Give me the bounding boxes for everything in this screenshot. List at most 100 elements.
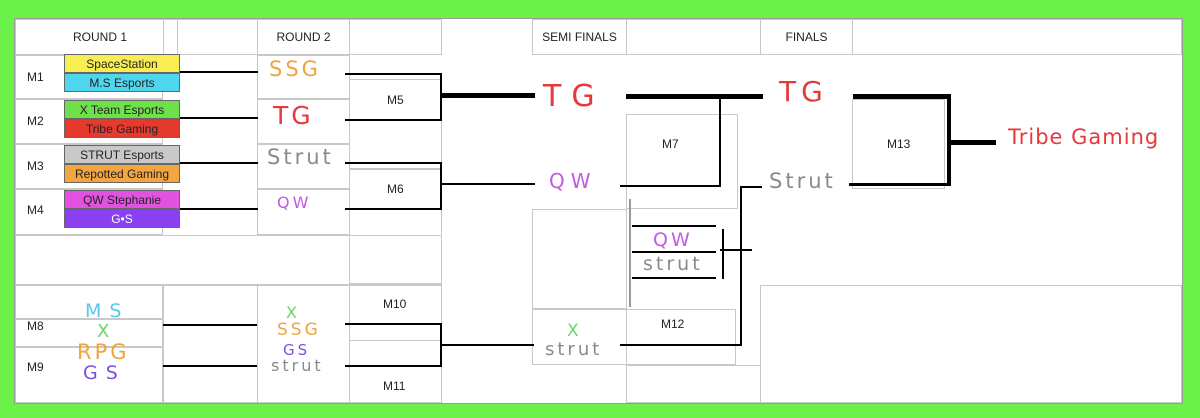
grid-cell — [852, 19, 1182, 55]
bracket-line — [720, 249, 752, 251]
grid-cell — [760, 285, 1182, 403]
team-slot: Repotted Gaming — [64, 164, 180, 183]
team-slot: Tribe Gaming — [64, 119, 180, 138]
bracket-line — [740, 186, 742, 346]
bracket-line — [180, 162, 258, 164]
grid-cell — [532, 209, 627, 309]
grid-cell — [349, 79, 442, 169]
header-finals: FINALS — [785, 30, 828, 44]
grid-cell — [15, 285, 163, 319]
match-label-m3: M3 — [27, 159, 44, 173]
match-label-m2: M2 — [27, 114, 44, 128]
match-label-m10: M10 — [383, 297, 407, 311]
bracket-line — [345, 365, 442, 367]
bracket-line — [180, 208, 258, 210]
bracket-line — [442, 344, 534, 346]
grid-cell — [626, 19, 761, 55]
match-label-m11: M11 — [383, 379, 406, 393]
bracket-line — [163, 324, 257, 326]
grid-cell — [15, 319, 163, 347]
handwritten-semi-qw: QW — [549, 169, 597, 193]
bracket-line — [719, 97, 721, 187]
grid-cell — [349, 19, 442, 55]
bracket-line — [345, 323, 442, 325]
match-label-m8: M8 — [27, 319, 44, 333]
grid-cell — [626, 114, 738, 209]
bracket-line — [180, 117, 258, 119]
grid-cell — [257, 55, 350, 99]
grid-cell — [163, 19, 258, 55]
bracket-line — [722, 229, 724, 279]
team-slot: STRUT Esports — [64, 145, 180, 164]
bracket-line — [632, 225, 716, 227]
bracket-line — [345, 208, 442, 210]
bracket-line — [853, 94, 951, 99]
match-label-m12: M12 — [661, 317, 685, 331]
handwritten-lb-r2-strut: strut — [271, 356, 324, 375]
handwritten-lb-qw: QW — [653, 229, 693, 251]
team-slot: SpaceStation — [64, 54, 180, 73]
grid-cell — [626, 309, 736, 365]
bracket-line — [440, 162, 442, 210]
handwritten-qw: QW — [277, 193, 312, 212]
grid-cell — [349, 285, 442, 341]
bracket-line — [345, 162, 442, 164]
team-slot: QW Stephanie — [64, 190, 180, 209]
bracket-line — [951, 140, 996, 145]
header-round-1: ROUND 1 — [72, 30, 127, 44]
bracket-line — [180, 71, 258, 73]
handwritten-lb-gs: GS — [83, 362, 126, 384]
handwritten-lb-r2-x: X — [286, 303, 300, 322]
match-label-m9: M9 — [27, 360, 44, 374]
handwritten-lb-x: X — [97, 321, 113, 342]
grid-cell — [626, 365, 761, 403]
bracket-line — [947, 94, 951, 186]
match-label-m13: M13 — [887, 137, 911, 151]
grid-cell — [15, 235, 442, 285]
grid-cell — [852, 99, 945, 189]
bracket-line — [163, 365, 257, 367]
handwritten-strut: Strut — [267, 145, 334, 169]
header-round-2: ROUND 2 — [276, 30, 331, 44]
team-slot: G•S — [64, 209, 180, 228]
handwritten-lb-semi-x: X — [567, 321, 582, 341]
bracket-line — [740, 186, 762, 188]
handwritten-lb-r2-gs: GS — [283, 341, 311, 359]
bracket-line — [440, 73, 442, 121]
grid-cell — [15, 347, 163, 403]
team-slot: X Team Esports — [64, 100, 180, 119]
bracket-line — [345, 119, 442, 121]
match-label-m4: M4 — [27, 203, 44, 217]
match-label-m1: M1 — [27, 70, 44, 84]
handwritten-lb-semi-strut: strut — [545, 339, 603, 360]
header-semi-finals: SEMI FINALS — [542, 30, 617, 44]
handwritten-final-tg: TG — [779, 75, 828, 108]
team-slot: M.S Esports — [64, 73, 180, 92]
grid-cell — [349, 169, 442, 284]
handwritten-lb-strut: strut — [643, 253, 703, 275]
handwritten-semi-tg: TG — [543, 79, 605, 114]
handwritten-champion: Tribe Gaming — [1008, 125, 1160, 149]
bracket-line — [629, 199, 631, 307]
grid-cell — [257, 285, 350, 403]
bracket-line — [345, 73, 442, 75]
handwritten-lb-r2-ssg: SSG — [277, 320, 321, 340]
bracket-line — [620, 344, 742, 346]
bracket-line — [620, 185, 721, 187]
bracket-sheet: ROUND 1 ROUND 2 SEMI FINALS FINALS M1 M2… — [14, 18, 1183, 404]
bracket-line — [442, 183, 535, 185]
bracket-line — [626, 94, 763, 99]
bracket-line — [442, 93, 535, 98]
bracket-line — [849, 183, 951, 186]
handwritten-tg: TG — [273, 101, 314, 130]
match-label-m5: M5 — [387, 93, 404, 107]
bracket-line — [632, 277, 716, 279]
handwritten-lb-rpg: RPG — [77, 340, 130, 364]
grid-cell — [163, 285, 258, 403]
handwritten-lb-ms: MS — [85, 300, 130, 322]
match-label-m7: M7 — [662, 137, 679, 151]
bracket-line — [632, 251, 716, 253]
bracket-line — [440, 323, 442, 367]
handwritten-final-strut: Strut — [769, 169, 836, 193]
match-label-m6: M6 — [387, 182, 404, 196]
